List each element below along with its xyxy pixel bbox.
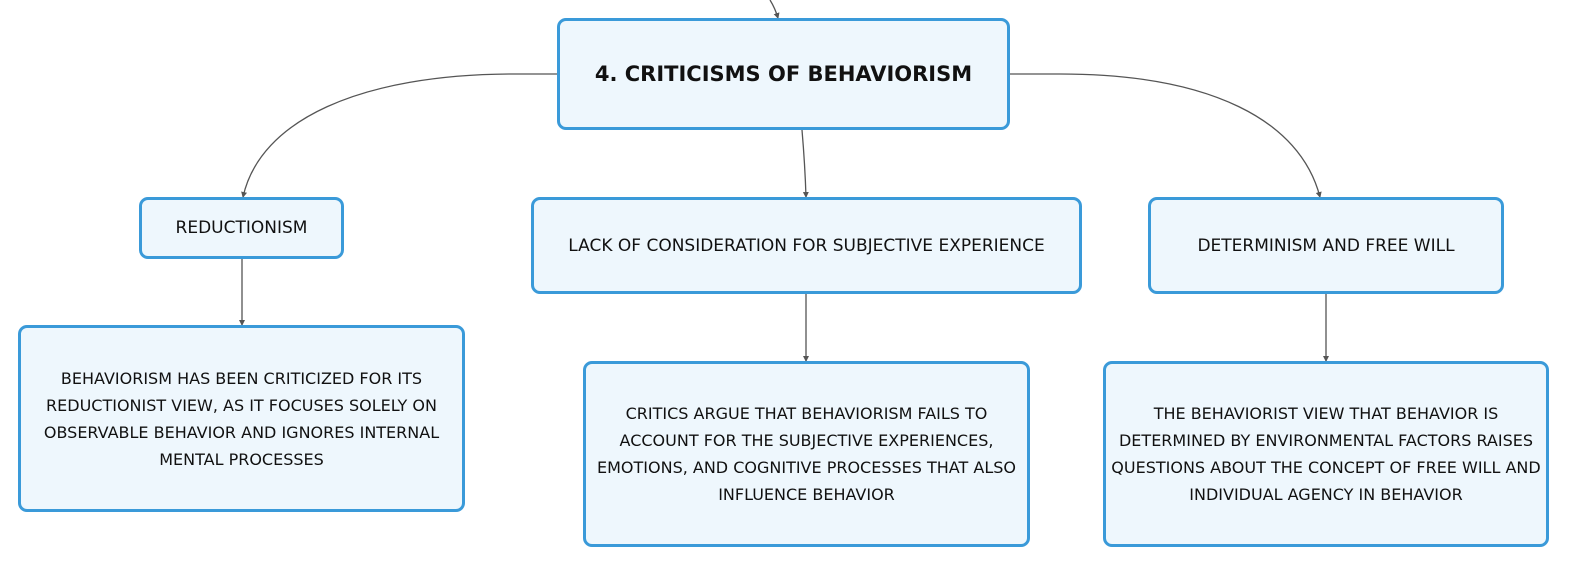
connector-root-to-determinism (1010, 73, 1322, 198)
root-node[interactable]: 4. CRITICISMS OF BEHAVIORISM (557, 18, 1010, 130)
topic-node-subjective-experience[interactable]: LACK OF CONSIDERATION FOR SUBJECTIVE EXP… (531, 197, 1082, 294)
topic-node-determinism-free-will[interactable]: DETERMINISM AND FREE WILL (1148, 197, 1504, 294)
connector-root-to-reductionism (241, 73, 557, 198)
detail-node-text: BEHAVIORISM HAS BEEN CRITICIZED FOR ITS … (43, 368, 440, 469)
detail-node-text: THE BEHAVIORIST VIEW THAT BEHAVIOR IS DE… (1111, 404, 1541, 504)
connector-root-to-subjective (801, 129, 809, 198)
detail-node-subjective-experience[interactable]: CRITICS ARGUE THAT BEHAVIORISM FAILS TO … (583, 361, 1030, 547)
topic-node-label: REDUCTIONISM (175, 218, 308, 238)
topic-node-label: DETERMINISM AND FREE WILL (1197, 235, 1455, 256)
detail-node-reductionism[interactable]: BEHAVIORISM HAS BEEN CRITICIZED FOR ITS … (18, 325, 465, 512)
detail-node-text: CRITICS ARGUE THAT BEHAVIORISM FAILS TO … (597, 404, 1016, 504)
topic-node-label: LACK OF CONSIDERATION FOR SUBJECTIVE EXP… (568, 235, 1045, 256)
root-node-label: 4. CRITICISMS OF BEHAVIORISM (594, 62, 973, 86)
connector-parent-to-root (769, 0, 780, 19)
detail-node-determinism-free-will[interactable]: THE BEHAVIORIST VIEW THAT BEHAVIOR IS DE… (1103, 361, 1549, 547)
topic-node-reductionism[interactable]: REDUCTIONISM (139, 197, 344, 259)
